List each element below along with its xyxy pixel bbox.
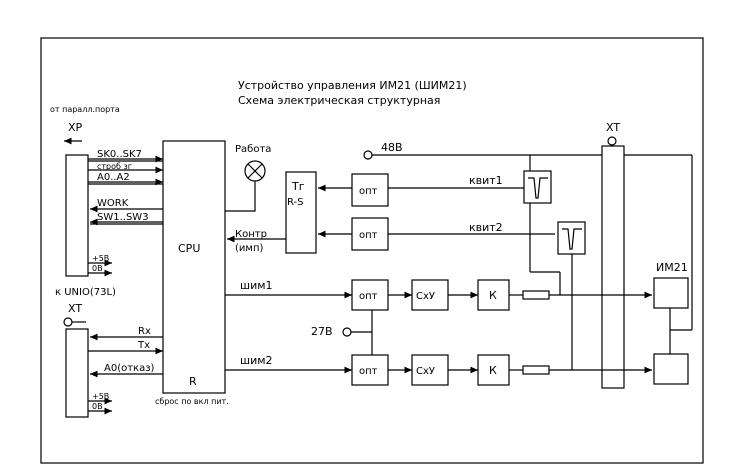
power-0v-top: 0В	[92, 264, 103, 273]
pulse-icon-1	[528, 177, 548, 199]
signal-work: WORK	[97, 198, 129, 209]
opt-label-shim1: опт	[359, 291, 378, 302]
resistor-1	[522, 290, 550, 300]
title-line2: Схема электрическая структурная	[238, 94, 440, 107]
kvit2-label: квит2	[469, 221, 503, 234]
opt-label-kvit1: опт	[359, 186, 378, 197]
unio-caption: к UNIO(73L)	[55, 287, 116, 298]
xt-right-terminal	[607, 136, 617, 146]
control-line2: (имп)	[235, 243, 263, 254]
resistor-2	[522, 365, 550, 375]
cxu-label-2: СхУ	[416, 366, 435, 377]
trigger-line2: R-S	[287, 197, 304, 208]
xt-left-terminal	[63, 317, 73, 327]
cxu-label-1: СхУ	[416, 291, 435, 302]
drawing-frame	[40, 37, 704, 464]
kvit1-label: квит1	[469, 174, 503, 187]
opt-block-shim2	[351, 354, 389, 386]
bus-sw	[90, 218, 163, 226]
signal-tx: Tx	[137, 340, 150, 351]
lamp-icon	[244, 160, 266, 182]
shim1-label: шим1	[240, 279, 273, 292]
signal-a0-fail: A0(отказ)	[104, 363, 155, 374]
bus-a	[88, 178, 163, 186]
cpu-label: CPU	[178, 242, 200, 255]
xp-label: XP	[68, 121, 83, 134]
xt-left-connector-block	[65, 328, 89, 418]
xt-right-label: XT	[606, 121, 620, 134]
reset-caption: сброс по вкл пит.	[155, 397, 229, 406]
opt-block-kvit2	[351, 217, 389, 251]
voltage-27v: 27В	[311, 325, 333, 338]
cxu-block-1	[411, 279, 449, 311]
terminal-27v	[342, 327, 352, 337]
power-5v-top: +5В	[92, 254, 109, 263]
parallel-port-caption: от паралл.порта	[50, 105, 120, 114]
lamp-label: Работа	[235, 144, 271, 155]
xt-left-label: XT	[68, 302, 82, 315]
signal-rx: Rx	[138, 326, 151, 337]
cpu-block	[162, 140, 226, 394]
xt-right-connector-block	[601, 145, 625, 389]
trigger-line1: Тг	[291, 180, 305, 193]
k-block-1	[477, 279, 510, 311]
opt-block-kvit1	[351, 173, 389, 207]
bus-sk	[88, 155, 163, 163]
opt-label-kvit2: опт	[359, 230, 378, 241]
im21-block-upper	[653, 277, 689, 309]
terminal-48v	[363, 150, 373, 160]
k-label-1: К	[489, 289, 497, 302]
voltage-48v: 48В	[381, 141, 403, 154]
k-label-2: К	[489, 364, 497, 377]
title-line1: Устройство управления ИМ21 (ШИМ21)	[238, 79, 467, 92]
signal-sk: SK0..SK7	[97, 149, 142, 160]
signal-strobe: строб зг	[97, 162, 132, 171]
control-line1: Контр	[235, 229, 267, 240]
power-5v-bottom: +5В	[92, 392, 109, 401]
trigger-block	[285, 171, 317, 254]
cxu-block-2	[411, 354, 449, 386]
xp-connector-block	[65, 154, 89, 277]
signal-a: A0..A2	[97, 172, 130, 183]
im21-label: ИМ21	[656, 261, 688, 274]
cpu-reset-pin: R	[189, 375, 197, 388]
line-lamp	[225, 181, 256, 212]
opt-label-shim2: опт	[359, 366, 378, 377]
signal-sw: SW1..SW3	[97, 212, 149, 223]
im21-block-lower	[653, 353, 689, 385]
power-0v-bottom: 0В	[92, 402, 103, 411]
shim2-label: шим2	[240, 354, 273, 367]
pulse-icon-2	[562, 228, 582, 250]
